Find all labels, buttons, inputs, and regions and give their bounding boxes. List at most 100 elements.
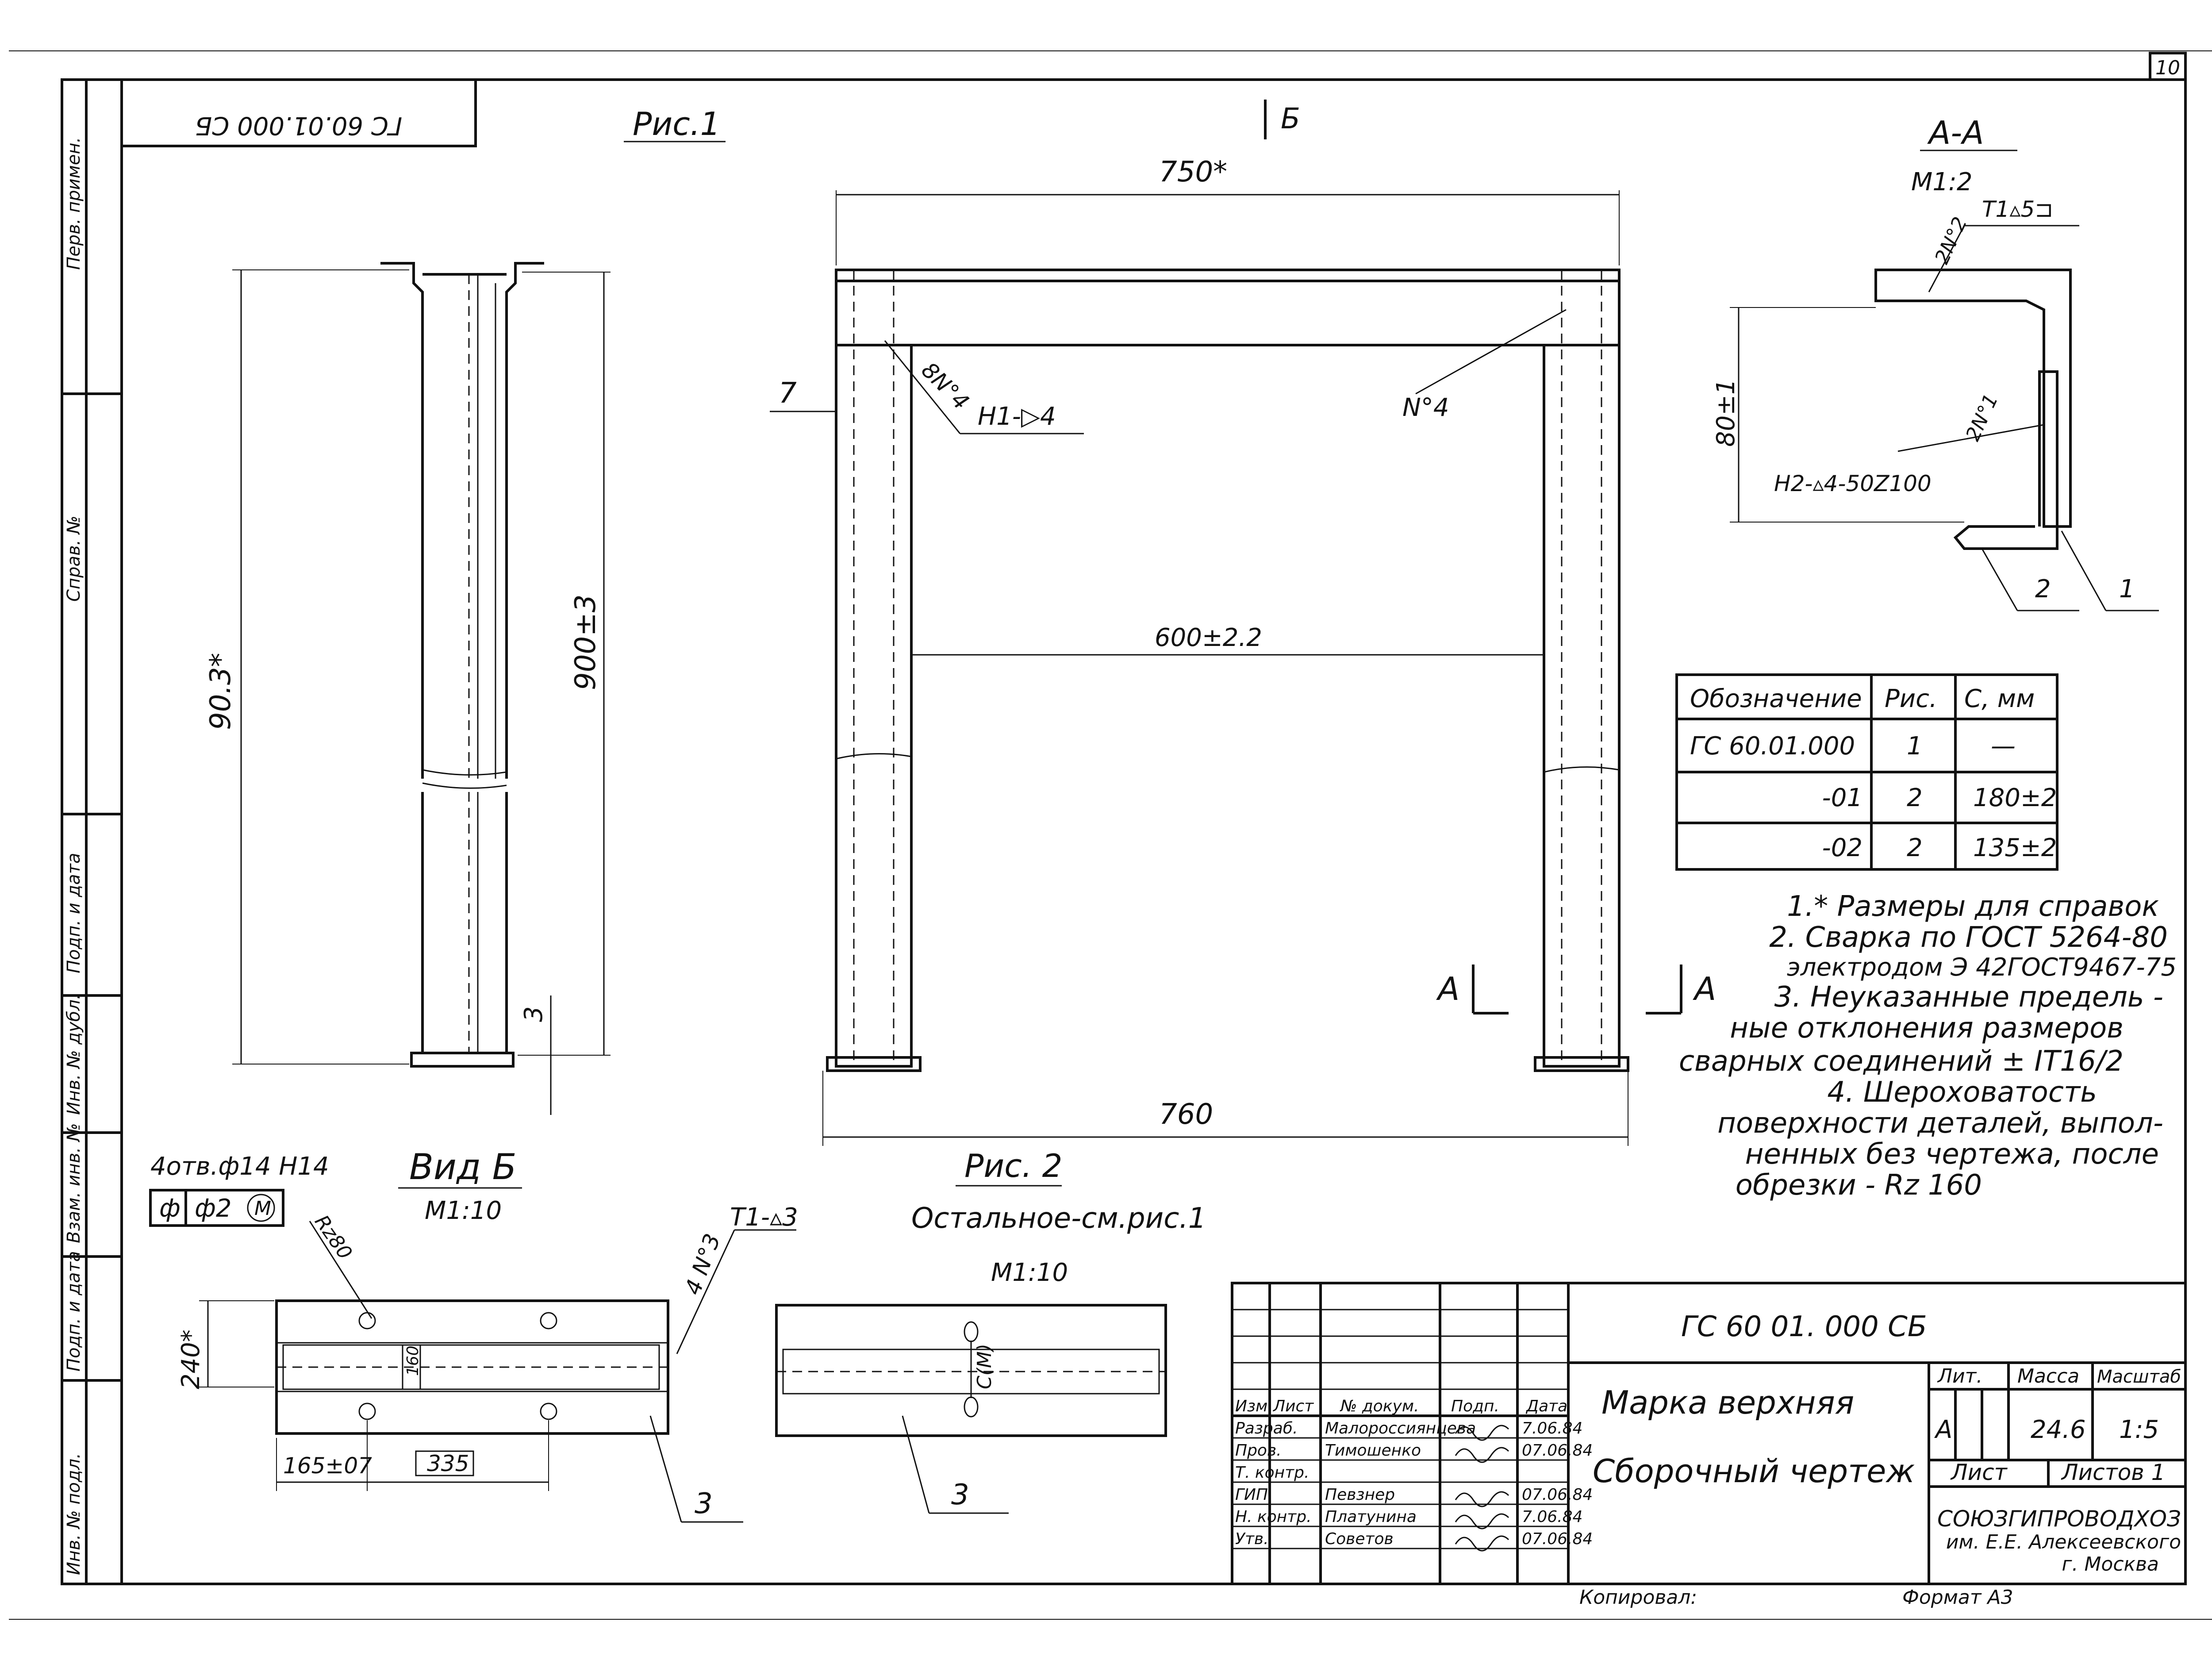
view-b-pos-3: 3 — [695, 1487, 713, 1520]
copied-by: Копировал: — [1579, 1586, 1697, 1609]
table-header-0: Обозначение — [1690, 684, 1862, 713]
tb-role: Т. контр. — [1235, 1464, 1309, 1482]
section-aa-weld-bottom-code: H2-▵4-50Z100 — [1774, 471, 1932, 496]
tb-name: Певзнер — [1325, 1486, 1395, 1504]
tb-role: Н. контр. — [1235, 1508, 1312, 1526]
tb-col-list: Лист — [1272, 1397, 1314, 1415]
note-line: обрезки - Rz 160 — [1736, 1169, 1982, 1202]
tb-date: 07.06.84 — [1522, 1486, 1593, 1504]
fig1-dimensions: 90.3* 900±3 3 — [204, 269, 611, 1115]
view-b-title: Вид Б — [409, 1146, 517, 1187]
fig1-dim-3: 3 — [519, 1006, 548, 1022]
tb-name-2: Сборочный чертеж — [1593, 1453, 1915, 1490]
fig2-subtitle: Остальное-см.рис.1 — [911, 1202, 1206, 1235]
tb-name: Тимошенко — [1325, 1441, 1421, 1460]
fig2-dim-c: C(M) — [973, 1344, 996, 1389]
note-line: 4. Шероховатость — [1827, 1076, 2097, 1109]
tolerance-symbol: ф — [159, 1194, 180, 1223]
tb-role: Разраб. — [1235, 1419, 1298, 1437]
tb-date: 7.06.84 — [1522, 1419, 1582, 1437]
table-cell: ГС 60.01.000 — [1690, 732, 1855, 761]
section-aa-weld-bottom: 2N°1 — [1962, 391, 2003, 445]
view-b-dim-160: 160 — [404, 1345, 422, 1376]
tb-designation: ГС 60 01. 000 СБ — [1681, 1310, 1927, 1343]
tb-date: 07.06.84 — [1522, 1530, 1593, 1548]
tb-col-date: Дата — [1525, 1397, 1567, 1415]
tb-lit-label: Лит. — [1937, 1365, 1982, 1387]
dim-760: 760 — [1159, 1098, 1213, 1131]
section-aa-scale: М1:2 — [1911, 168, 1972, 196]
tb-name-1: Марка верхняя — [1601, 1384, 1854, 1421]
variants-table: Обозначение Рис. С, мм ГС 60.01.000 1 — … — [1675, 673, 2058, 871]
note-line: 1.* Размеры для справок — [1787, 890, 2159, 923]
fig1-drawing — [380, 262, 544, 1068]
view-b-rz: Rz80 — [310, 1211, 357, 1264]
dim-600: 600±2.2 — [1155, 623, 1262, 652]
table-cell: -02 — [1822, 834, 1863, 862]
view-b-holes: 4отв.ф14 H14 — [150, 1152, 329, 1181]
tb-role: Утв. — [1235, 1530, 1269, 1548]
signatures — [1455, 1425, 1509, 1552]
view-b-dim-335: 335 — [427, 1451, 469, 1476]
note-line: 2. Сварка по ГОСТ 5264-80 — [1769, 921, 2168, 954]
title-block: ГС 60 01. 000 СБ Марка верхняя Сборочный… — [1231, 1282, 2187, 1585]
tb-date: 07.06.84 — [1522, 1441, 1593, 1460]
note-line: поверхности деталей, выпол- — [1717, 1107, 2163, 1140]
tb-org-2: им. Е.Е. Алексеевского — [1946, 1531, 2181, 1553]
weld-left-code: H1-▷4 — [978, 402, 1056, 431]
tb-date: 7.06.84 — [1522, 1508, 1582, 1526]
view-b-scale: М1:10 — [425, 1196, 502, 1225]
page-number: 10 — [2155, 57, 2180, 79]
tb-sheet-label: Лист — [1950, 1460, 2008, 1485]
weld-left-no: 8N°4 — [917, 357, 974, 415]
side-label-podp-2: Подп. и дата — [64, 1251, 84, 1372]
weld-right-no: N°4 — [1402, 393, 1449, 422]
frame-front-view — [826, 269, 1629, 1072]
note-line: 3. Неуказанные предель - — [1774, 981, 2163, 1014]
tb-col-podp: Подп. — [1451, 1397, 1499, 1415]
fig2-pos-3: 3 — [951, 1479, 969, 1511]
tb-scale-label: Масштаб — [2097, 1367, 2181, 1387]
table-cell: 2 — [1907, 834, 1923, 862]
top-stamp-text: ГС 60.01.000 СБ — [195, 111, 402, 140]
tb-org-3: г. Москва — [2062, 1553, 2159, 1576]
fig2-scale: М1:10 — [991, 1258, 1068, 1287]
section-b-label: Б — [1281, 103, 1300, 135]
section-aa-dim-80: 80±1 — [1712, 379, 1740, 447]
tb-name: Малороссиянцева — [1325, 1419, 1476, 1437]
fig1-dim-900: 900±3 — [569, 595, 602, 691]
tolerance-frame: ф ф2 M — [149, 1189, 284, 1227]
tb-mass-value: 24.6 — [2031, 1415, 2086, 1444]
tolerance-value: ф2 — [195, 1194, 232, 1223]
side-label-inv-dubl: Инв. № дубл. — [64, 994, 84, 1115]
section-aa-weld-top: 2N°2 — [1931, 214, 1972, 268]
top-stamp-box — [120, 78, 477, 147]
view-b-drawing: 160 Rz80 T1-▵3 4 N°3 240* 165±07 335 3 — [177, 1203, 798, 1523]
fig2-drawing: C(M) 3 — [775, 1304, 1167, 1514]
tb-name: Платунина — [1325, 1508, 1417, 1526]
view-b-dim-240: 240* — [177, 1330, 205, 1389]
section-aa-pos-1: 1 — [2119, 575, 2135, 603]
note-line: сварных соединений ± IT16/2 — [1679, 1045, 2124, 1078]
fig1-dim-ref: 90.3* — [204, 653, 237, 730]
page-number-box — [2149, 52, 2187, 81]
note-line: ные отклонения размеров — [1730, 1012, 2124, 1045]
side-label-perv: Перв. примен. — [64, 137, 84, 270]
side-stamp: Перв. примен. Справ. № Подп. и дата Инв.… — [61, 80, 123, 1584]
fig2-title: Рис. 2 — [964, 1147, 1062, 1184]
table-cell: 2 — [1907, 784, 1923, 812]
drawing-frame — [61, 78, 2187, 1585]
tb-sheets-label: Листов 1 — [2061, 1460, 2165, 1485]
view-b-weld-code: T1-▵3 — [730, 1203, 798, 1232]
table-cell: 1 — [1907, 732, 1923, 761]
tb-lit-value: А — [1934, 1415, 1952, 1444]
section-aa-title: А-А — [1927, 114, 1984, 151]
tb-scale-value: 1:5 — [2119, 1415, 2159, 1444]
table-header-1: Рис. — [1885, 684, 1937, 713]
tb-role: ГИП — [1235, 1486, 1268, 1504]
table-cell: -01 — [1822, 784, 1863, 812]
note-line: электродом Э 42ГОСТ9467-75 — [1787, 953, 2177, 982]
dim-7: 7 — [779, 377, 797, 410]
cut-a-right: А — [1693, 970, 1716, 1007]
